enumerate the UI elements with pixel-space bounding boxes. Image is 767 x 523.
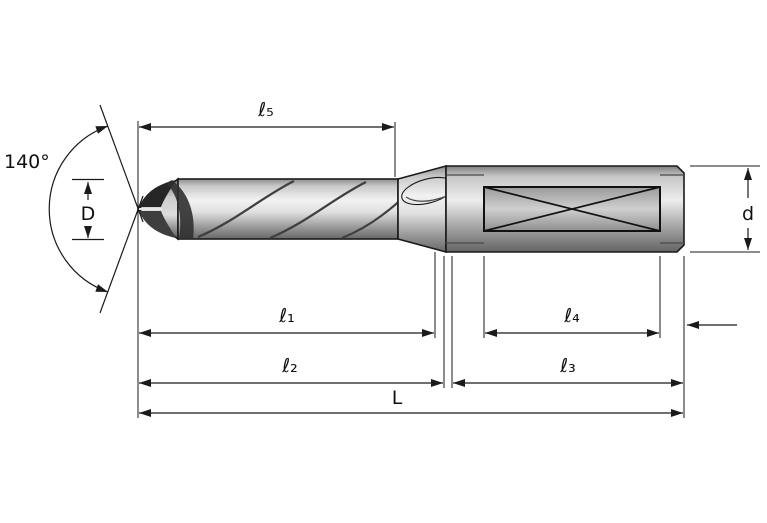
label-l2: ℓ₂ xyxy=(281,355,297,377)
label-l3: ℓ₃ xyxy=(559,355,575,377)
label-point-angle: 140° xyxy=(4,151,50,173)
angle-line-lower xyxy=(99,195,144,314)
label-l1: ℓ₁ xyxy=(278,305,294,327)
body-shank-taper xyxy=(397,164,447,254)
dim-l3: ℓ₃ xyxy=(453,355,683,387)
dim-point-angle: 140° xyxy=(4,104,144,314)
label-diameter-D: D xyxy=(81,203,96,225)
clamping-flat xyxy=(483,186,661,232)
label-l5: ℓ₅ xyxy=(257,99,273,121)
extension-lines xyxy=(137,121,760,418)
dim-length-L: L xyxy=(139,387,683,417)
flute-runout-shadow xyxy=(405,195,448,202)
angle-arc xyxy=(48,125,109,293)
dim-l1: ℓ₁ xyxy=(139,305,434,337)
dim-diameter-d: d xyxy=(742,168,754,250)
dim-l4: ℓ₄ xyxy=(485,305,659,337)
dim-diameter-D: D xyxy=(72,178,104,241)
tip-dark-facet-lower xyxy=(139,211,176,238)
clamping-flat-cross xyxy=(483,186,661,232)
angle-line-upper xyxy=(99,104,144,223)
shank-chamfer-lines xyxy=(446,174,684,244)
label-l4: ℓ₄ xyxy=(563,305,580,327)
dim-l2: ℓ₂ xyxy=(139,355,443,387)
label-diameter-d: d xyxy=(742,203,754,225)
label-length-L: L xyxy=(392,387,403,409)
dim-l5: ℓ₅ xyxy=(139,99,394,131)
tip-dark-facet-upper xyxy=(139,180,176,207)
drill-illustration xyxy=(136,164,685,254)
flute-crescent xyxy=(166,180,194,239)
